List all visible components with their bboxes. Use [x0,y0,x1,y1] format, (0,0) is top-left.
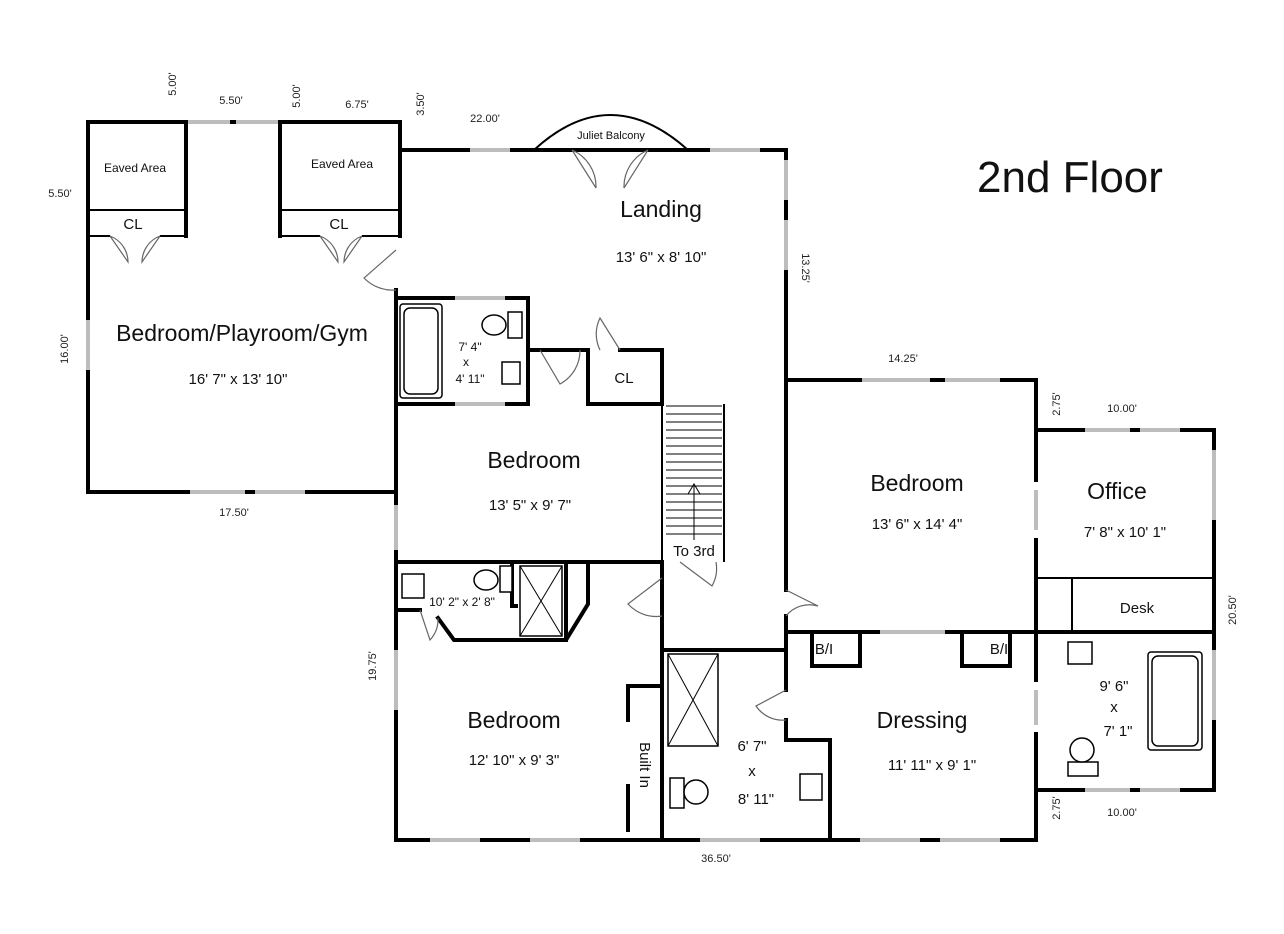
room-labels: Bedroom/Playroom/Gym 16' 7" x 13' 10" Ea… [104,130,1166,808]
dim-label: 5.00' [167,72,179,96]
dim-label: 36.50' [701,853,731,865]
room-name-dressing: Dressing [877,707,968,733]
room-dim-bath-east-1: 9' 6" [1099,678,1128,695]
room-name-bedroom-east: Bedroom [870,470,963,496]
room-name-bedroom-playroom-gym: Bedroom/Playroom/Gym [116,320,368,346]
fixtures [399,303,1203,809]
dim-label: 10.00' [1107,403,1137,415]
dim-label: 5.00' [291,84,303,108]
room-dim-bath-hall: 10' 2" x 2' 8" [429,595,495,609]
room-name-closet-1: CL [123,216,142,233]
doors [109,149,819,721]
room-dim-bath-lower-x: x [748,763,756,780]
room-dim-bath-small-2: 4' 11" [455,372,484,386]
room-dim-office: 7' 8" x 10' 1" [1084,524,1166,541]
juliet-balcony-arc [533,114,689,151]
dim-label: 14.25' [888,353,918,365]
room-dim-bedroom-east: 13' 6" x 14' 4" [872,516,963,533]
dim-label: 22.00' [470,113,500,125]
dim-label: 5.50' [48,188,72,200]
room-name-eaved-area-1: Eaved Area [104,161,166,175]
room-dim-bedroom-lower: 12' 10" x 9' 3" [469,752,560,769]
room-dim-bath-lower-2: 8' 11" [738,791,774,808]
room-name-built-in-1: B/I [815,641,833,658]
room-name-built-in: Built In [636,742,653,788]
dim-label: 17.50' [219,507,249,519]
dimension-labels: 5.00' 5.50' 5.00' 6.75' 3.50' 22.00' 5.5… [48,72,1239,865]
room-dim-dressing: 11' 11" x 9' 1" [888,757,976,774]
dim-label: 13.25' [799,253,811,283]
room-dim-landing: 13' 6" x 8' 10" [616,249,707,266]
windows [86,120,1216,842]
room-name-landing: Landing [620,196,702,222]
dim-label: 2.75' [1051,392,1063,416]
room-name-closet-3: CL [614,370,633,387]
dim-label: 2.75' [1051,796,1063,820]
room-name-juliet-balcony: Juliet Balcony [577,130,645,142]
stairs [666,405,722,540]
room-name-desk: Desk [1120,600,1155,617]
room-name-bedroom-center: Bedroom [487,447,580,473]
stair-up-arrow-icon [687,483,701,540]
dim-label: 6.75' [345,99,369,111]
walls [86,120,1216,842]
room-name-eaved-area-2: Eaved Area [311,157,373,171]
room-name-bedroom-lower: Bedroom [467,707,560,733]
room-dim-bedroom-center: 13' 5" x 9' 7" [489,497,571,514]
room-name-built-in-2: B/I [990,641,1008,658]
room-dim-bath-east-x: x [1110,699,1118,716]
floor-title: 2nd Floor [977,153,1163,202]
room-dim-bath-small-x: x [463,355,469,369]
dim-label: 16.00' [59,334,71,364]
dim-label: 10.00' [1107,807,1137,819]
room-dim-bedroom-playroom-gym: 16' 7" x 13' 10" [189,371,288,388]
dim-label: 3.50' [415,92,427,116]
room-name-stairs: To 3rd [673,543,715,560]
dim-label: 19.75' [367,651,379,681]
room-name-office: Office [1087,478,1147,504]
room-dim-bath-east-2: 7' 1" [1103,723,1132,740]
dim-label: 20.50' [1227,595,1239,625]
room-dim-bath-small-1: 7' 4" [458,340,481,354]
room-name-closet-2: CL [329,216,348,233]
dim-label: 5.50' [219,95,243,107]
room-dim-bath-lower-1: 6' 7" [737,738,766,755]
